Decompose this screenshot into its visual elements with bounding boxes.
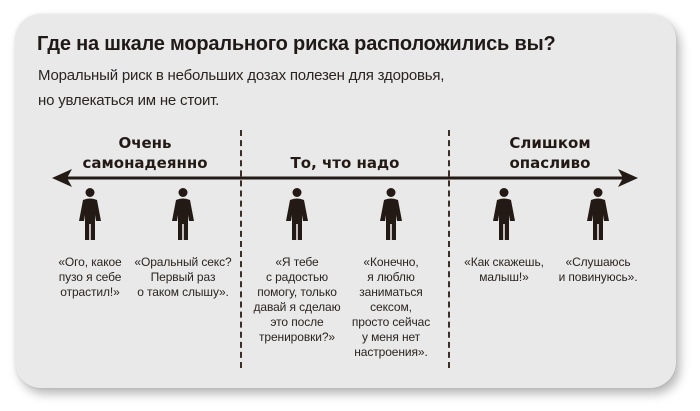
- zone-label-line: самонадеянно: [82, 154, 208, 172]
- quote-line: «Конечно,: [363, 255, 419, 269]
- arrow-left-head-icon: [52, 169, 72, 187]
- quote-line: тренировки?»: [259, 330, 335, 344]
- zone-label-line: Очень: [118, 134, 172, 152]
- quote-5: «Как скажешь, малыш!»: [444, 255, 564, 285]
- quote-line: это после: [270, 315, 324, 329]
- quote-line: «Слушаюсь: [565, 255, 631, 269]
- person-icon: [493, 188, 515, 240]
- zone-label-overconfident: Очень самонадеянно: [65, 133, 225, 173]
- person-icon: [79, 188, 101, 240]
- quote-line: настроения».: [354, 345, 428, 359]
- quote-line: у меня нет: [361, 330, 421, 344]
- zone-divider-left: [240, 130, 242, 368]
- quote-line: сексом,: [370, 300, 412, 314]
- person-icon: [587, 188, 609, 240]
- quote-line: я люблю: [367, 270, 415, 284]
- quote-4: «Конечно, я люблю заниматься сексом, про…: [331, 255, 451, 360]
- quote-line: заниматься: [359, 285, 423, 299]
- arrow-right-head-icon: [618, 169, 638, 187]
- quote-6: «Слушаюсь и повинуюсь».: [538, 255, 658, 285]
- quote-3: «Я тебе с радостью помогу, только давай …: [237, 255, 357, 345]
- zone-label-too-cautious: Слишком опасливо: [470, 133, 630, 173]
- quote-line: о таком слышу».: [137, 285, 229, 299]
- zone-label-line: опасливо: [509, 154, 591, 172]
- zone-label-just-right: То, что надо: [265, 153, 425, 173]
- quote-1: «Ого, какое пузо я себе отрастил!»: [30, 255, 150, 300]
- quote-line: Первый раз: [150, 270, 216, 284]
- person-icon: [380, 188, 402, 240]
- zone-label-line: То, что надо: [290, 154, 400, 172]
- zone-label-line: Слишком: [509, 134, 591, 152]
- quote-line: пузо я себе: [58, 270, 122, 284]
- quote-line: просто сейчас: [351, 315, 431, 329]
- quote-line: давай я сделаю: [253, 300, 341, 314]
- quote-line: и повинуюсь».: [558, 270, 638, 284]
- quote-2: «Оральный секс? Первый раз о таком слышу…: [123, 255, 243, 300]
- quote-line: «Ого, какое: [58, 255, 122, 269]
- quote-line: «Я тебе: [275, 255, 319, 269]
- zone-divider-right: [448, 130, 450, 368]
- quote-line: «Оральный секс?: [134, 255, 232, 269]
- subtitle-line-2: но увлекаться им не стоит.: [38, 92, 220, 109]
- quote-line: малыш!»: [479, 270, 529, 284]
- quote-line: с радостью: [265, 270, 329, 284]
- quote-line: помогу, только: [257, 285, 337, 299]
- person-icon: [286, 188, 308, 240]
- quote-line: отрастил!»: [60, 285, 120, 299]
- person-icon: [172, 188, 194, 240]
- quote-line: «Как скажешь,: [464, 255, 544, 269]
- page-title: Где на шкале морального риска расположил…: [37, 33, 556, 55]
- infographic-card: [15, 14, 676, 388]
- subtitle-line-1: Моральный риск в небольших дозах полезен…: [38, 67, 445, 84]
